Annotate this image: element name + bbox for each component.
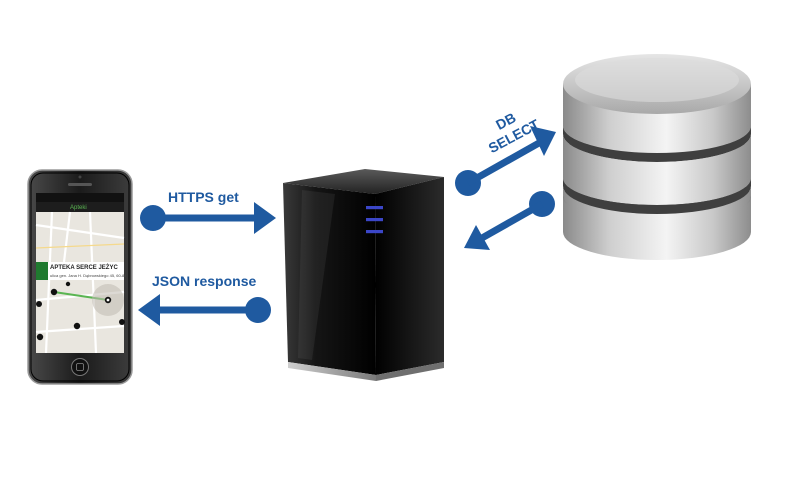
https-get-label: HTTPS get [168,189,239,205]
phone-app-title: Apteki [70,205,87,211]
json-response-arrow [138,294,271,326]
phone-popup-address: ulica gen. Jana H. Dąbrowskiego 45, 60-8… [50,273,126,278]
db-select-arrow [455,126,556,196]
server-icon [283,169,444,381]
db-result-arrow [464,191,555,250]
https-get-arrow [140,202,276,234]
phone-popup-title: APTEKA SERCE JEŻYC [50,265,118,271]
database-icon [563,54,751,260]
json-response-label: JSON response [152,273,257,289]
smartphone-icon [27,169,133,385]
